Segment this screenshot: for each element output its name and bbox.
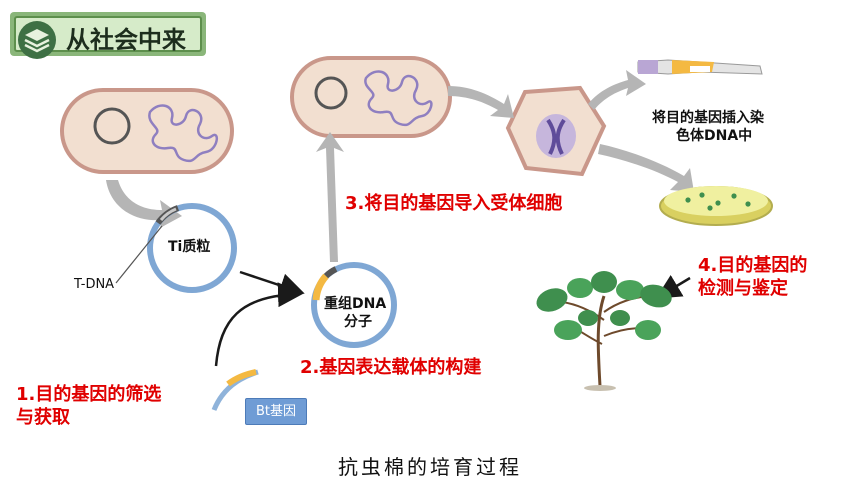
- figure-caption: 抗虫棉的培育过程: [338, 455, 522, 479]
- section-badge-panel: 从社会中来: [14, 16, 202, 59]
- plant-cell: [505, 85, 607, 177]
- arrow-plant-cell-to-dish: [598, 144, 694, 192]
- step4-label-line1: 4.目的基因的: [698, 255, 808, 276]
- arrow-plasmid-to-recombinant: [239, 270, 305, 298]
- section-badge: 从社会中来: [10, 12, 206, 59]
- petri-dish: [659, 186, 773, 226]
- step2-label: 2.基因表达载体的构建: [300, 357, 482, 378]
- step1-label-line2: 与获取: [16, 407, 70, 428]
- t-dna-label: T-DNA: [74, 277, 115, 292]
- step3-label: 3.将目的基因导入受体细胞: [345, 193, 563, 214]
- step4-label-line2: 检测与鉴定: [698, 278, 788, 299]
- arrow-recombinant-to-bacterium: [316, 132, 344, 262]
- chromosome-dna-strand: [637, 59, 763, 75]
- bt-gene-label: Bt基因: [245, 398, 307, 425]
- layers-icon: [18, 21, 56, 59]
- ti-plasmid-label: Ti质粒: [168, 239, 211, 255]
- arrow-bacterium-to-plant-cell: [448, 86, 514, 118]
- t-dna-pointer: [115, 225, 163, 284]
- insert-chromosome-label-line1: 将目的基因插入染: [652, 110, 764, 126]
- recombinant-dna-label-line1: 重组DNA: [324, 296, 387, 312]
- bt-gene-fragment: [211, 369, 259, 412]
- recombinant-dna-label-line2: 分子: [344, 314, 372, 330]
- insert-chromosome-label-line2: 色体DNA中: [676, 128, 753, 144]
- bacterium-cell-2: [290, 56, 452, 138]
- arrow-plant-cell-to-chromosome: [588, 70, 646, 110]
- cotton-plant: [536, 271, 672, 391]
- recombinant-dna-plasmid: [311, 262, 397, 348]
- step1-label-line1: 1.目的基因的筛选: [16, 384, 162, 405]
- arrow-gene-to-recombinant: [214, 282, 303, 367]
- ti-plasmid: [147, 203, 237, 293]
- bacterium-cell-1: [60, 88, 234, 174]
- arrow-bacterium-to-plasmid: [106, 180, 182, 228]
- page-title: 从社会中来: [66, 26, 186, 54]
